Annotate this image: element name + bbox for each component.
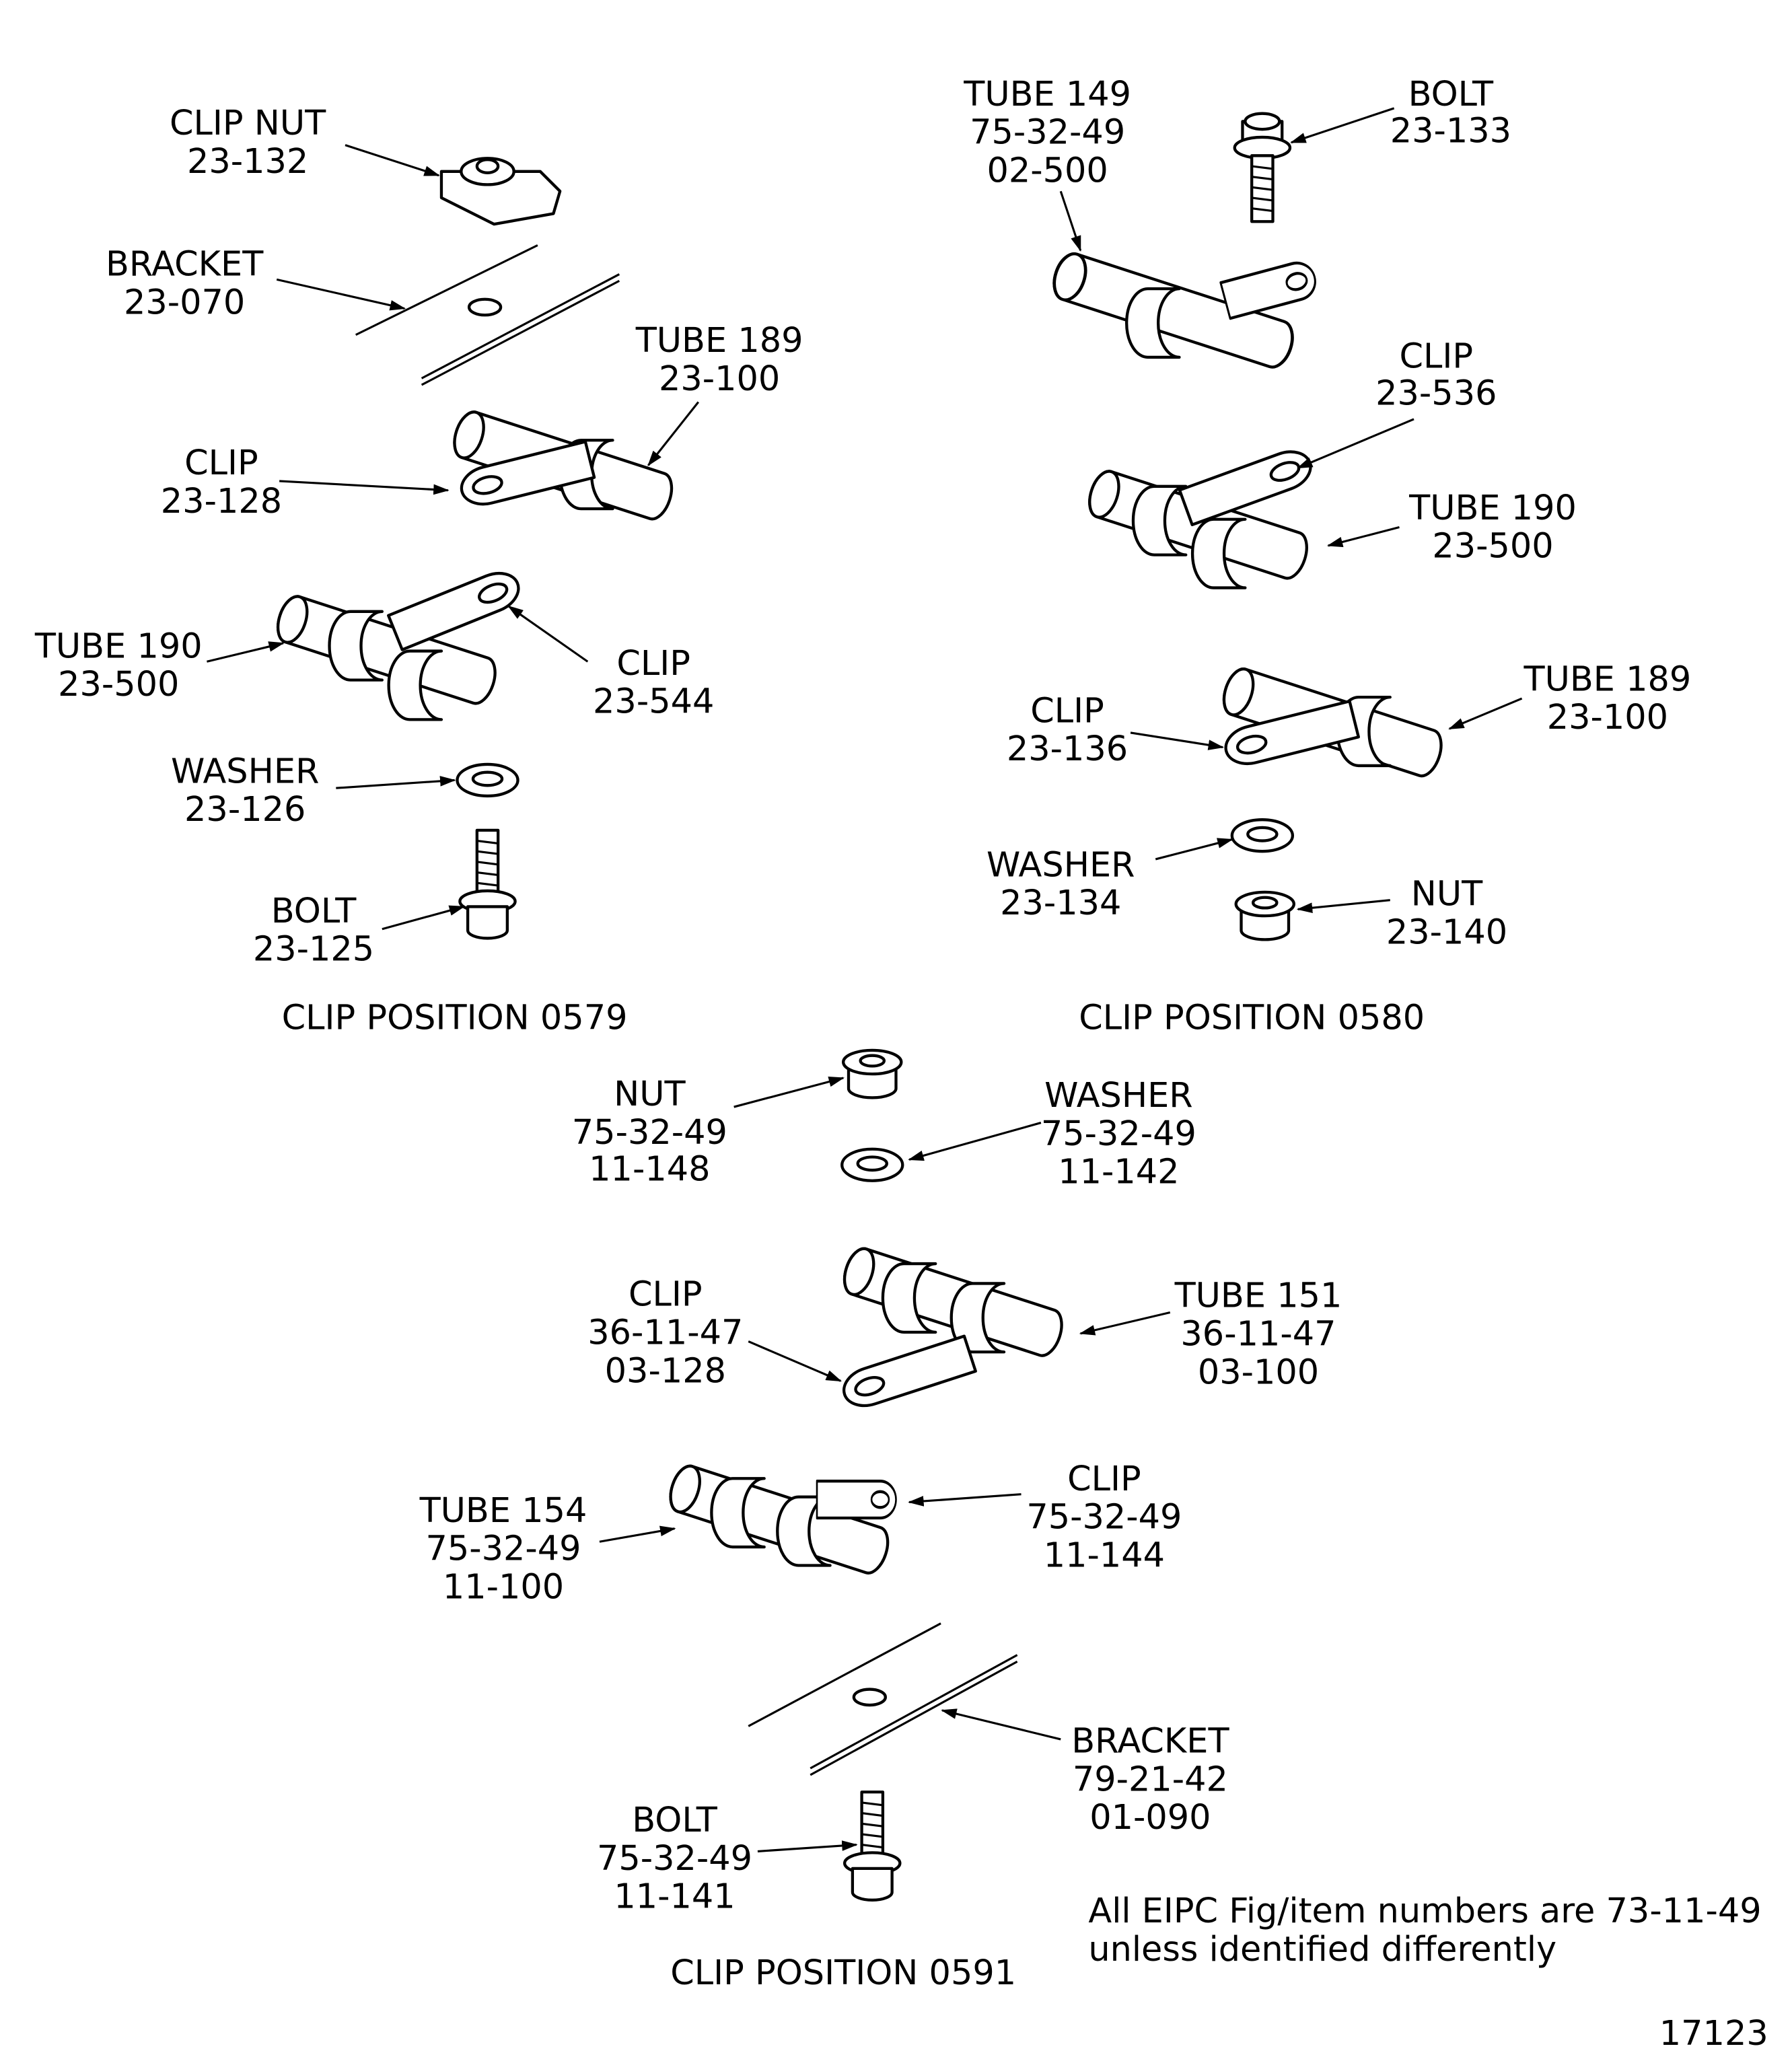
washer-part bbox=[842, 1149, 902, 1181]
nut-part bbox=[843, 1050, 901, 1097]
clip-tube-151-part bbox=[839, 1245, 1067, 1412]
position-title-0580: CLIP POSITION 0580 bbox=[1079, 999, 1425, 1038]
washer-part bbox=[457, 764, 517, 796]
bracket-part bbox=[355, 244, 620, 386]
tube-149-part bbox=[1049, 250, 1320, 371]
nut-part bbox=[1236, 892, 1294, 939]
clip-128-tube-189-part bbox=[450, 408, 677, 523]
clip-tube-154-part bbox=[666, 1462, 896, 1577]
bolt-part bbox=[845, 1792, 900, 1900]
clip-nut-part bbox=[439, 157, 562, 226]
clip-136-tube-189-part bbox=[1219, 665, 1446, 780]
position-title-0579: CLIP POSITION 0579 bbox=[282, 999, 628, 1038]
clip-544-tube-190-part bbox=[273, 566, 524, 719]
bolt-part bbox=[460, 830, 515, 939]
bolt-part bbox=[1235, 114, 1290, 222]
washer-part bbox=[1232, 820, 1293, 851]
clip-536-tube-190-part bbox=[1084, 445, 1316, 587]
position-title-0591: CLIP POSITION 0591 bbox=[670, 1953, 1016, 1993]
bracket-part bbox=[748, 1622, 1018, 1776]
diagram-id: 17123 bbox=[1659, 2014, 1768, 2054]
